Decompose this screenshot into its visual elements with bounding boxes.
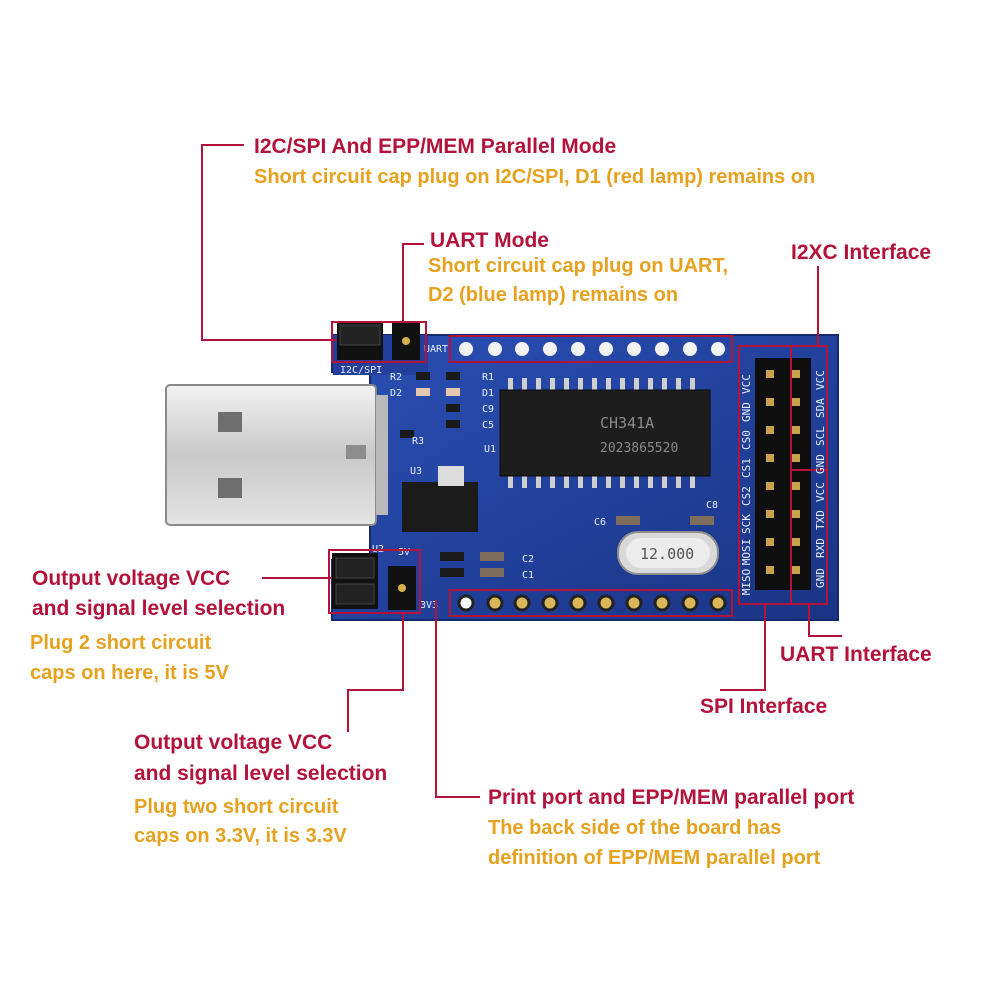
i2c-pin-label: VCC <box>814 370 827 390</box>
usb-hole-bottom <box>218 478 242 498</box>
silk-3v3: 3V3 <box>420 600 438 611</box>
silk-c9: C9 <box>482 404 494 415</box>
i2c-spi-mode-title: I2C/SPI And EPP/MEM Parallel Mode <box>254 135 617 158</box>
spi-pin-labels: VCC GND CS0 CS1 CS2 SCK MOSI MISO <box>740 374 753 595</box>
uart-pin-label: TXD <box>814 510 827 530</box>
silk-r1: R1 <box>482 372 494 383</box>
ch341a-chip: CH341A 2023865520 <box>499 378 711 488</box>
silk-d2: D2 <box>390 388 402 399</box>
uart-mode-desc-2: D2 (blue lamp) remains on <box>428 284 679 306</box>
i2c-spi-mode-desc: Short circuit cap plug on I2C/SPI, D1 (r… <box>254 166 816 188</box>
spi-interface-title: SPI Interface <box>700 695 828 718</box>
silk-i2c-spi: I2C/SPI <box>340 365 382 376</box>
silk-c8: C8 <box>706 500 718 511</box>
voltage-jumper <box>332 553 416 610</box>
mode-jumper <box>337 322 420 360</box>
spi-pin-label: GND <box>740 402 753 422</box>
uart-pin-label: GND <box>814 568 827 588</box>
vcc-5v-desc-1: Plug 2 short circuit <box>30 632 212 654</box>
vcc-5v-desc-2: caps on here, it is 5V <box>30 662 229 684</box>
vcc-3v3-desc-1: Plug two short circuit <box>134 796 339 818</box>
silk-c2: C2 <box>522 554 534 565</box>
regulator-u3 <box>402 466 478 532</box>
uart-pin-label: RXD <box>814 538 827 558</box>
parallel-port-title: Print port and EPP/MEM parallel port <box>488 786 855 809</box>
i2c-pin-label: SCL <box>814 426 827 446</box>
vcc-3v3-desc-2: caps on 3.3V, it is 3.3V <box>134 825 347 847</box>
vcc-5v-title-2: and signal level selection <box>32 597 286 620</box>
usb-hole-top <box>218 412 242 432</box>
crystal-marking: 12.000 <box>640 545 694 563</box>
crystal: 12.000 <box>617 531 719 575</box>
leader-lines <box>201 144 842 798</box>
spi-pin-label: VCC <box>740 374 753 394</box>
i2c-uart-pin-labels: VCC SDA SCL GND VCC TXD RXD GND <box>814 370 827 588</box>
silk-c6: C6 <box>594 517 606 528</box>
silk-r2: R2 <box>390 372 402 383</box>
spi-pin-label: CS1 <box>740 458 753 478</box>
vcc-3v3-title-2: and signal level selection <box>134 762 388 785</box>
uart-pin-label: VCC <box>814 482 827 502</box>
parallel-port-desc-1: The back side of the board has <box>488 817 782 839</box>
uart-mode-desc-1: Short circuit cap plug on UART, <box>428 255 729 277</box>
uart-mode-title: UART Mode <box>430 229 549 252</box>
vcc-3v3-title-1: Output voltage VCC <box>134 731 333 754</box>
silk-d1: D1 <box>482 388 494 399</box>
i2c-pin-label: SDA <box>814 398 827 418</box>
smd-components <box>400 372 714 577</box>
spi-pin-label: MOSI <box>740 539 753 566</box>
parallel-port-desc-2: definition of EPP/MEM parallel port <box>488 847 821 869</box>
i2c-pin-label: GND <box>814 454 827 474</box>
bottom-pin-row <box>449 589 733 617</box>
uart-interface-title: UART Interface <box>780 643 932 666</box>
silk-u1: U1 <box>484 444 496 455</box>
spi-pin-label: MISO <box>740 569 753 596</box>
silk-5v: 5V <box>398 547 410 558</box>
silk-u3: U3 <box>410 466 422 477</box>
silk-r3: R3 <box>412 436 424 447</box>
silk-c5: C5 <box>482 420 494 431</box>
vcc-5v-title-1: Output voltage VCC <box>32 567 231 590</box>
chip-marking-2: 2023865520 <box>600 441 678 456</box>
silk-uart: UART <box>424 344 448 355</box>
top-pin-row <box>449 335 733 363</box>
spi-pin-label: SCK <box>740 514 753 534</box>
chip-marking-1: CH341A <box>600 414 654 432</box>
i2xc-interface-title: I2XC Interface <box>791 241 932 264</box>
usb-connector <box>165 384 388 526</box>
spi-pin-label: CS2 <box>740 486 753 506</box>
silk-c1: C1 <box>522 570 534 581</box>
side-headers <box>738 345 828 605</box>
spi-pin-label: CS0 <box>740 430 753 450</box>
